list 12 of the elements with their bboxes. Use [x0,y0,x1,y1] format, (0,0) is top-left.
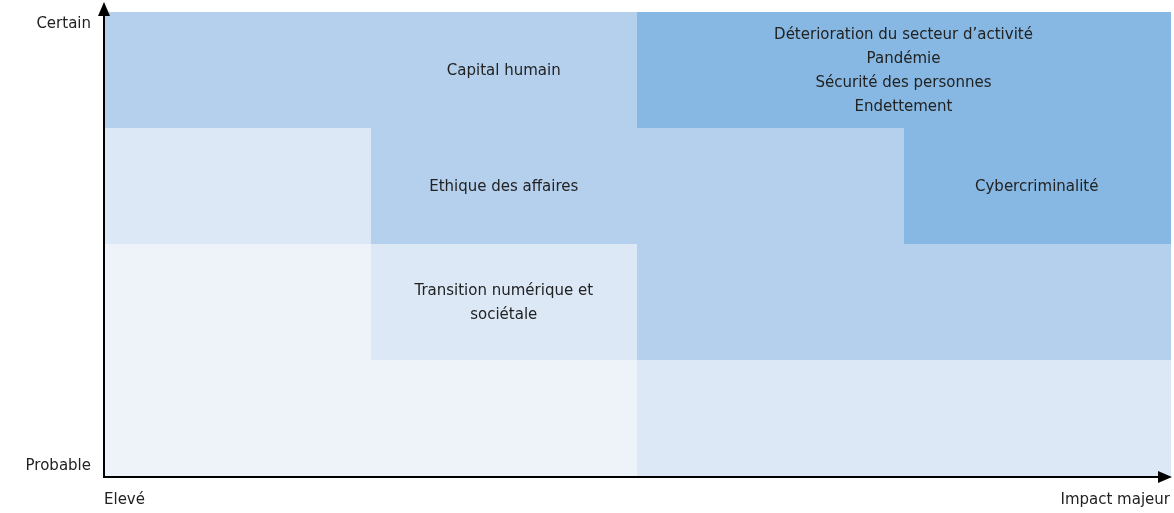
risk-label: Sécurité des personnes [815,72,992,93]
risk-label: Endettement [854,96,953,117]
axis-label: Elevé [104,490,145,508]
risk-label: Déterioration du secteur d’activité [774,24,1033,45]
risk-label: Ethique des affaires [429,176,579,197]
risk-label: Transition numérique et sociétale [413,280,595,325]
risk-label: Pandémie [866,48,941,69]
axis-label: Impact majeur [1060,490,1170,508]
axis-label: Probable [25,456,91,474]
risk-label: Cybercriminalité [975,176,1099,197]
risk-label: Capital humain [446,60,561,81]
axis-label: Certain [36,14,91,32]
